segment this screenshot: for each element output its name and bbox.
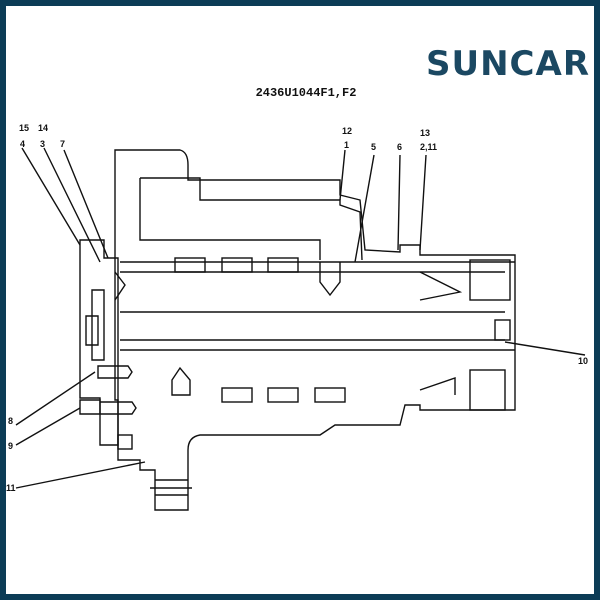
leader-lines bbox=[15, 147, 586, 489]
callout-12: 12 bbox=[342, 126, 352, 136]
callout-8: 8 bbox=[8, 416, 13, 426]
bolt bbox=[97, 365, 133, 379]
callout-1: 1 bbox=[344, 140, 349, 150]
seal-grooves bbox=[117, 257, 511, 450]
callout-11: 11 bbox=[6, 483, 16, 493]
bolt bbox=[79, 399, 137, 415]
callout-15: 15 bbox=[19, 123, 29, 133]
brand-logo: SUNCAR bbox=[426, 44, 590, 84]
swivel-joint-drawing: 15 14 4 3 7 12 1 5 6 13 2,11 10 8 9 11 bbox=[6, 123, 588, 511]
callout-9: 9 bbox=[8, 441, 13, 451]
callout-2-11: 2,11 bbox=[420, 142, 437, 152]
callout-7: 7 bbox=[60, 139, 65, 149]
callout-5: 5 bbox=[371, 142, 376, 152]
callout-6: 6 bbox=[397, 142, 402, 152]
callout-3: 3 bbox=[40, 139, 45, 149]
part-number-title: 2436U1044F1,F2 bbox=[255, 86, 357, 100]
callout-4: 4 bbox=[20, 139, 25, 149]
callout-14: 14 bbox=[38, 123, 48, 133]
housing-outline bbox=[114, 149, 516, 511]
callout-10: 10 bbox=[578, 356, 588, 366]
callout-13: 13 bbox=[420, 128, 430, 138]
